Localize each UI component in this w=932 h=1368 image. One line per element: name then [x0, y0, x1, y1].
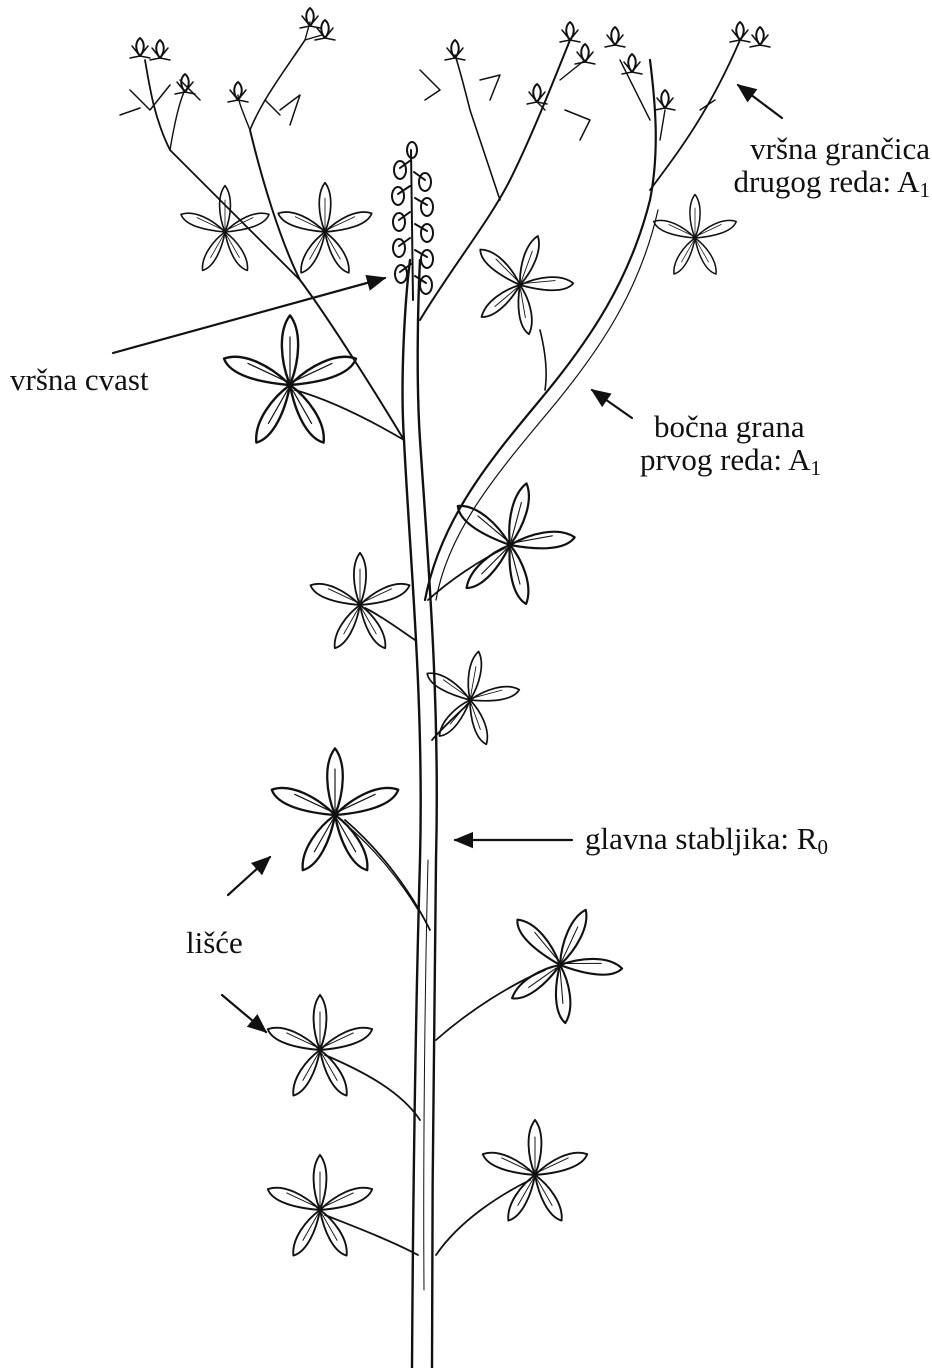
label-leaves: lišće	[186, 926, 243, 959]
side-branch	[425, 22, 770, 600]
arrow-top-inflorescence	[113, 278, 385, 353]
label-main-stem: glavna stabljika: R0	[585, 822, 828, 859]
label-side-branch-line1: bočna grana	[640, 410, 821, 443]
label-top-twig-line2: drugog reda: A1	[692, 165, 930, 202]
top-inflorescence	[392, 142, 433, 300]
leaves-cluster	[181, 183, 736, 1256]
label-top-twig-line1: vršna grančica	[692, 132, 930, 165]
upper-middle-branches	[420, 22, 595, 320]
arrow-top-twig	[738, 85, 782, 118]
label-top-inflorescence: vršna cvast	[10, 363, 149, 396]
arrow-leaf-lower	[222, 995, 266, 1032]
label-side-branch: bočna grana prvog reda: A1	[640, 410, 821, 480]
arrow-leaf-upper	[228, 857, 270, 895]
label-side-branch-line2: prvog reda: A1	[640, 443, 821, 480]
label-top-twig: vršna grančica drugog reda: A1	[692, 132, 930, 202]
arrow-side-branch	[592, 390, 632, 418]
main-stem	[403, 260, 437, 1368]
